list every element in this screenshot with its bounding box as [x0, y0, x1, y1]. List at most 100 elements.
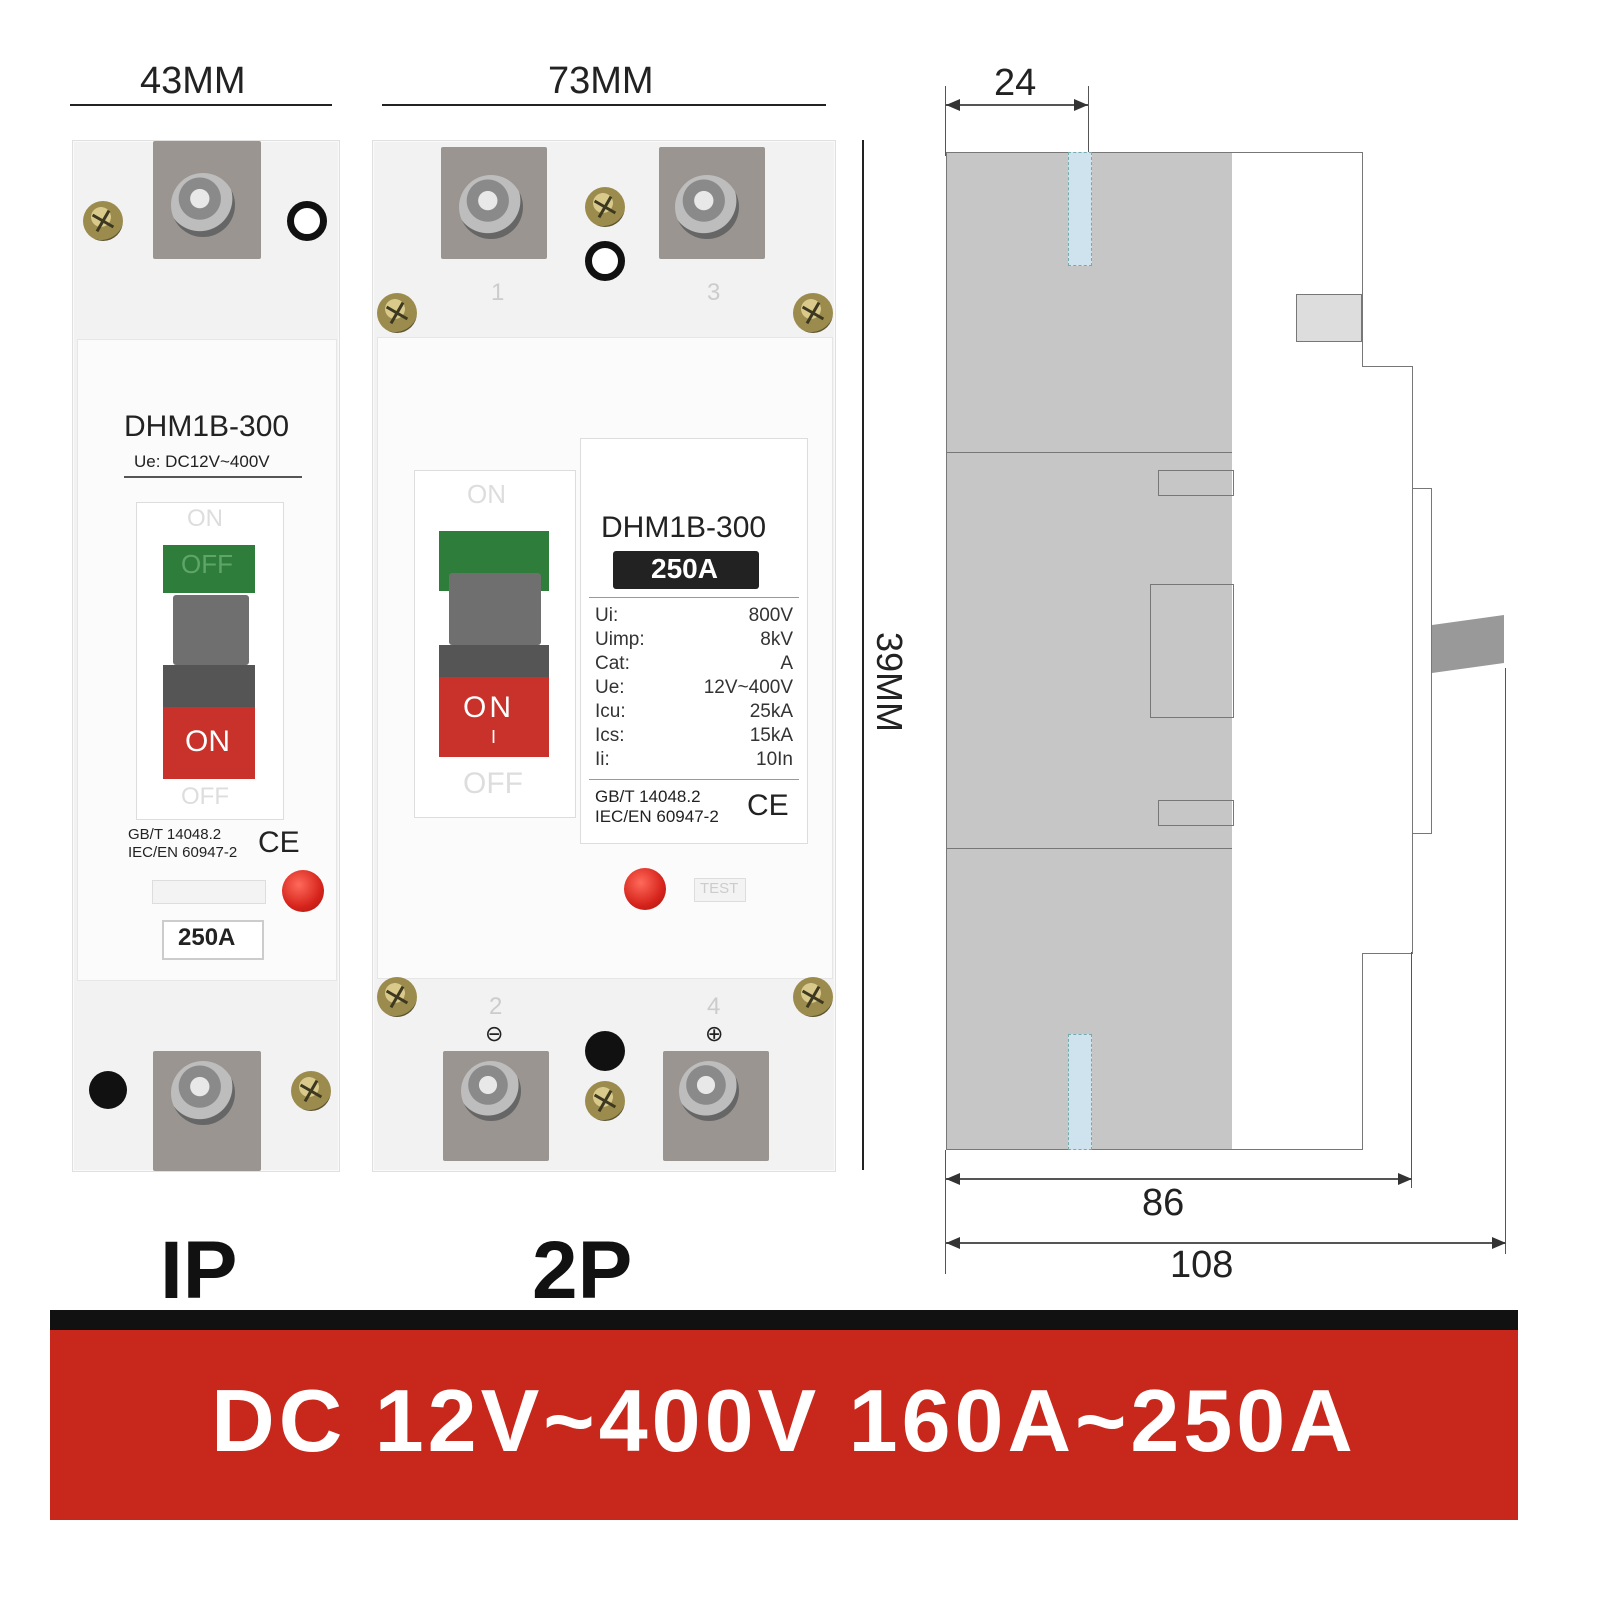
model-label: DHM1B-300 [124, 410, 290, 443]
switch-top-label: ON [187, 505, 223, 532]
switch-frame: ON OFF ON OFF [136, 502, 284, 820]
banner-text: DC 12V~400V 160A~250A [211, 1371, 1357, 1470]
terminal-1-label: 1 [491, 279, 505, 306]
divider [124, 476, 302, 478]
bolt-icon [461, 1061, 521, 1121]
rating-label: 250A [651, 553, 718, 584]
height-dimension-line [862, 140, 864, 1170]
rating-badge [613, 551, 759, 589]
spec-value: A [780, 653, 793, 674]
plus-sign: ⊕ [705, 1021, 724, 1046]
breaker-1p-body: DHM1B-300 Ue: DC12V~400V ON OFF ON OFF G… [72, 140, 340, 1172]
arrow-right-icon [1492, 1237, 1506, 1249]
minus-sign: ⊖ [485, 1021, 504, 1046]
test-label-plate [152, 880, 266, 904]
dim-tick [945, 86, 946, 156]
dim-tick [1505, 668, 1506, 1254]
switch-on-sub: I [491, 727, 497, 747]
switch-top-label: ON [467, 479, 506, 509]
spec-divider [589, 779, 799, 780]
side-depth-86: 86 [1142, 1182, 1185, 1224]
off-window [163, 545, 255, 593]
bolt-icon [679, 1061, 739, 1121]
on-window [439, 677, 549, 757]
side-view-diagram: 24 86 108 [945, 62, 1506, 1286]
switch-bottom-label: OFF [181, 783, 229, 810]
model-label: DHM1B-300 [601, 511, 767, 544]
width-1p-label: 43MM [140, 60, 246, 102]
arrow-right-icon [1398, 1173, 1412, 1185]
terminal-slot-top [1068, 152, 1092, 266]
spec-key: Uimp: [595, 629, 645, 650]
dim-line-108 [946, 1242, 1506, 1244]
dim-tick [1411, 952, 1412, 1188]
spec-value: 800V [748, 605, 793, 626]
mounting-hole-icon [89, 1071, 127, 1109]
spec-banner: DC 12V~400V 160A~250A [50, 1330, 1518, 1520]
width-2p-label: 73MM [548, 60, 654, 102]
switch-on-label: ON [185, 725, 230, 758]
test-button[interactable] [282, 870, 324, 912]
spec-key: Ics: [595, 725, 625, 746]
bolt-icon [675, 175, 739, 239]
terminal-4-label: 4 [707, 993, 721, 1020]
test-button[interactable] [624, 868, 666, 910]
handle-lever [1432, 614, 1504, 674]
toggle-handle[interactable] [173, 595, 249, 665]
dim-tick [945, 1150, 946, 1274]
test-label-plate [694, 878, 746, 902]
mounting-hole-icon [287, 201, 327, 241]
mounting-hole-icon [585, 1031, 625, 1071]
pole-1p-label: IP [160, 1225, 238, 1316]
aux-slot [1296, 294, 1362, 342]
dim-line-86 [946, 1178, 1412, 1180]
pole-2p-label: 2P [532, 1225, 633, 1316]
voltage-label: Ue: DC12V~400V [134, 452, 270, 471]
width-2p-line [382, 104, 826, 106]
front-plate: DHM1B-300 Ue: DC12V~400V ON OFF ON OFF G… [77, 339, 337, 981]
terminal-slot-bottom [1068, 1034, 1092, 1150]
switch-on-label: ON [463, 691, 514, 724]
switch-frame: ON ON I OFF [414, 470, 576, 818]
spec-key: Ui: [595, 605, 619, 626]
inner-rail-bottom [1158, 800, 1234, 826]
arrow-right-icon [1074, 99, 1088, 111]
standard-1: GB/T 14048.2 [128, 826, 222, 843]
ce-mark: CE [258, 826, 300, 859]
bolt-icon [171, 173, 235, 237]
on-window [163, 707, 255, 779]
arrow-left-icon [946, 1173, 960, 1185]
screw-icon [377, 977, 417, 1017]
handle-shaft [163, 665, 255, 707]
bolt-icon [171, 1061, 235, 1125]
terminal-2-label: 2 [489, 993, 503, 1020]
width-1p-line [70, 104, 332, 106]
screw-icon [793, 293, 833, 333]
rating-label: 250A [178, 924, 236, 951]
screw-icon [793, 977, 833, 1017]
bolt-icon [459, 175, 523, 239]
spec-key: Cat: [595, 653, 630, 674]
dim-line [946, 104, 1088, 106]
toggle-handle[interactable] [449, 573, 541, 645]
rating-box [162, 920, 264, 960]
banner-top-bar [50, 1310, 1518, 1332]
ce-mark: CE [747, 789, 789, 822]
inner-rail-top [1158, 470, 1234, 496]
spec-value: 8kV [760, 629, 793, 650]
cover-step [1362, 366, 1413, 954]
arrow-left-icon [946, 99, 960, 111]
side-depth-108: 108 [1170, 1244, 1234, 1286]
handle-shaft [439, 645, 549, 677]
spec-value: 25kA [749, 701, 793, 722]
mounting-hole-icon [585, 241, 625, 281]
screw-icon [83, 201, 123, 241]
spec-key: Ue: [595, 677, 625, 698]
switch-bottom-label: OFF [463, 767, 523, 800]
handle-base [1412, 488, 1432, 834]
standard-2: IEC/EN 60947-2 [128, 844, 238, 861]
spec-value: 15kA [749, 725, 793, 746]
front-plate: ON ON I OFF DHM1B-300 250A Ui: 800V Uimp: 8… [377, 337, 833, 979]
